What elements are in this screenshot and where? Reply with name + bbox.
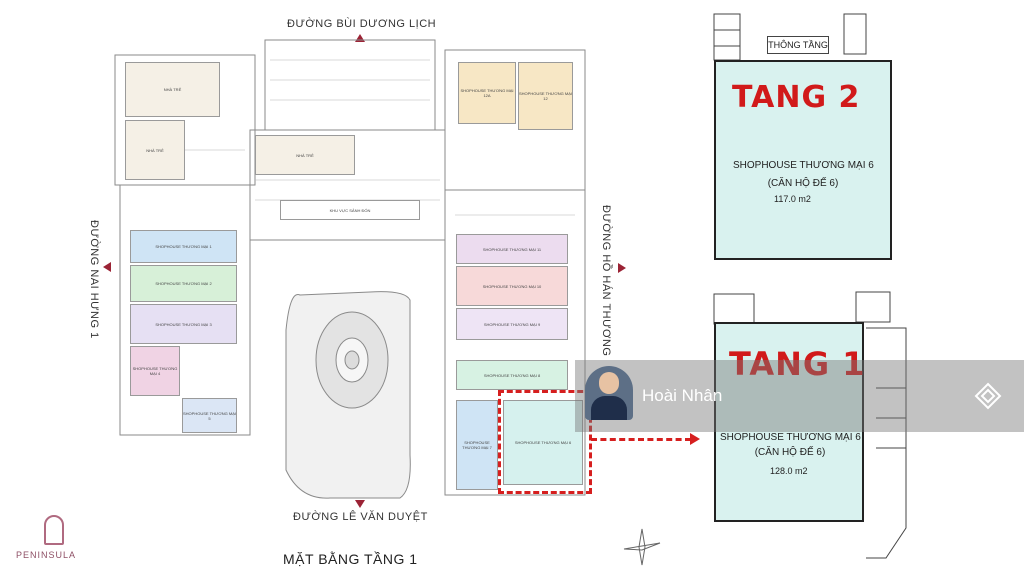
level-1-unit-name: SHOPHOUSE THƯƠNG MẠI 6	[720, 432, 861, 443]
level-2-plan	[714, 60, 892, 260]
street-label-top: ĐƯỜNG BÙI DƯƠNG LỊCH	[287, 18, 437, 30]
street-label-left: ĐƯỜNG NAI HƯNG 1	[88, 220, 100, 339]
floor-plan-title: MẶT BẰNG TẦNG 1	[283, 551, 418, 567]
plan-room: SHOPHOUSE THƯƠNG MẠI 10	[456, 266, 568, 306]
brand-name: PENINSULA	[16, 550, 77, 560]
level-2-unit-area: 117.0 m2	[774, 194, 811, 204]
watermark-logo-icon	[974, 382, 1002, 410]
avatar-body	[591, 396, 627, 420]
plan-room: SHOPHOUSE THƯƠNG MẠI 5	[182, 398, 237, 433]
watermark-banner	[575, 360, 1024, 432]
level-2-label: TANG 2	[732, 80, 861, 115]
level-1-label: TANG 1	[729, 345, 866, 383]
floor-plan: NHÀ TRẺ NHÀ TRẺ NHÀ TRẺ KHU VỰC SẢNH ĐÓN…	[114, 39, 586, 499]
highlight-connector	[591, 438, 691, 441]
plan-room: SHOPHOUSE THƯƠNG MẠI 2	[130, 265, 237, 302]
compass-icon	[623, 528, 661, 566]
level-2-unit-name: SHOPHOUSE THƯƠNG MẠI 6	[733, 160, 874, 171]
plan-room: SHOPHOUSE THƯƠNG MẠI 9	[456, 308, 568, 340]
plan-room: NHÀ TRẺ	[125, 120, 185, 180]
street-arrow-top-icon	[355, 34, 365, 42]
watermark-name: Hoài Nhân	[642, 386, 723, 405]
plan-room: SHOPHOUSE THƯƠNG MẠI 6	[503, 400, 583, 485]
plan-room: SHOPHOUSE THƯƠNG MẠI 12	[518, 62, 573, 130]
floor-plan-outline	[114, 39, 586, 499]
brand-mark-icon	[44, 515, 64, 545]
level-2-unit-sub: (CĂN HỘ ĐẾ 6)	[767, 178, 839, 189]
street-arrow-left-icon	[103, 262, 111, 272]
level-1-unit-sub: (CĂN HỘ ĐẾ 6)	[754, 447, 826, 458]
brand-logo: PENINSULA	[16, 515, 106, 565]
avatar	[585, 366, 633, 420]
plan-room: SHOPHOUSE THƯƠNG MẠI 12A	[458, 62, 516, 124]
mezzanine-label: THÔNG TẦNG	[767, 36, 829, 54]
plan-room: KHU VỰC SẢNH ĐÓN	[280, 200, 420, 220]
street-arrow-right-icon	[618, 263, 626, 273]
street-label-right: ĐƯỜNG HỒ HÁN THƯƠNG	[600, 205, 612, 357]
plan-room: SHOPHOUSE THƯƠNG MẠI 3	[130, 304, 237, 344]
street-label-bottom: ĐƯỜNG LÊ VĂN DUYỆT	[293, 511, 428, 523]
level-1-plan	[714, 322, 864, 522]
street-arrow-bottom-icon	[355, 500, 365, 508]
level-1-unit-area: 128.0 m2	[770, 466, 808, 476]
highlight-box	[498, 390, 592, 494]
arrow-right-icon	[690, 433, 700, 445]
plan-room: NHÀ TRẺ	[255, 135, 355, 175]
avatar-face	[599, 372, 619, 394]
plan-room: SHOPHOUSE THƯƠNG MẠI 1	[130, 230, 237, 263]
plan-room: NHÀ TRẺ	[125, 62, 220, 117]
plan-room: SHOPHOUSE THƯƠNG MẠI 8	[456, 360, 568, 390]
plan-room: SHOPHOUSE THƯƠNG MẠI 7	[456, 400, 498, 490]
level-1-stair-outline	[713, 291, 907, 559]
plan-room: SHOPHOUSE THƯƠNG MẠI 4	[130, 346, 180, 396]
plan-room: SHOPHOUSE THƯƠNG MẠI 11	[456, 234, 568, 264]
